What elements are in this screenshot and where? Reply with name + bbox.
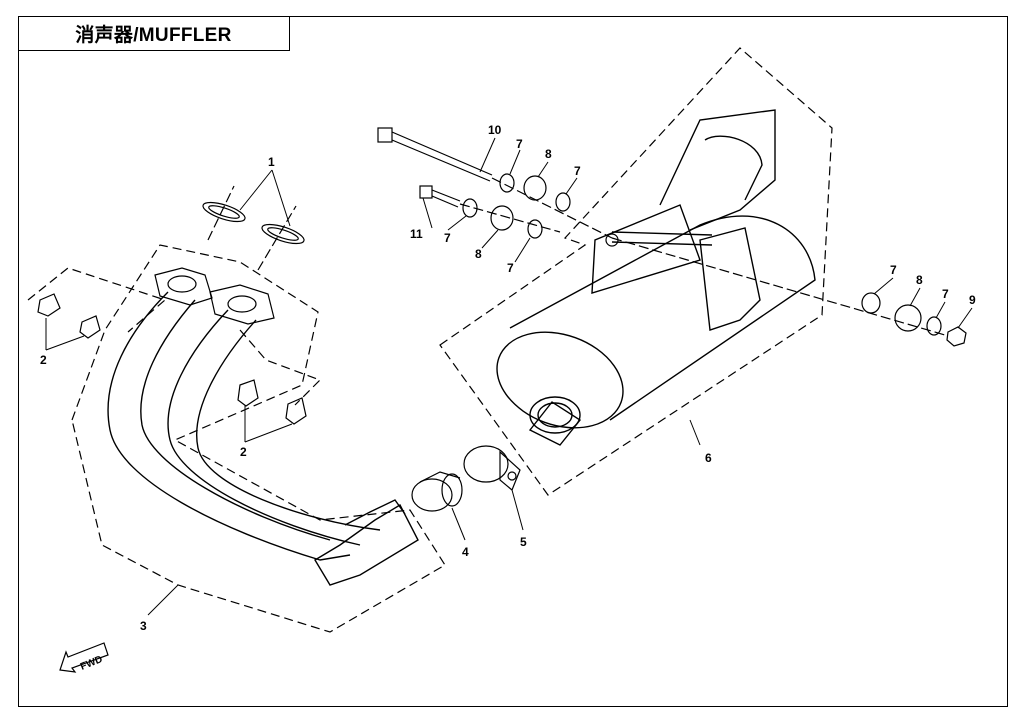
stud-group-right-boundary — [239, 329, 322, 406]
fwd-label: FWD — [79, 654, 104, 673]
callout-8: 8 — [475, 247, 482, 261]
callout-7: 7 — [942, 287, 949, 301]
muffler-body — [496, 109, 816, 446]
flange-gasket — [202, 201, 305, 245]
callout-2: 2 — [240, 445, 247, 459]
exhaust-flange — [154, 267, 275, 325]
callout-7: 7 — [890, 263, 897, 277]
callout-7: 7 — [516, 137, 523, 151]
exhaust-clamp — [463, 445, 521, 491]
callout-7: 7 — [507, 261, 514, 275]
drawing-frame — [18, 16, 1008, 707]
callout-7: 7 — [574, 164, 581, 178]
callout-11: 11 — [410, 227, 423, 241]
forward-arrow-icon — [59, 642, 109, 673]
mounting-bolt-short — [419, 185, 461, 208]
muffler-assembly-boundary — [439, 47, 833, 496]
rubber-grommet — [490, 175, 922, 332]
callout-8: 8 — [916, 273, 923, 287]
callout-5: 5 — [520, 535, 527, 549]
flange-nut — [37, 293, 307, 425]
callout-7: 7 — [444, 231, 451, 245]
callout-4: 4 — [462, 545, 469, 559]
mounting-bolt-long — [377, 127, 493, 182]
stud-group-left-boundary — [27, 267, 167, 333]
callout-9: 9 — [969, 293, 976, 307]
header-pipe — [107, 291, 419, 586]
callout-1: 1 — [268, 155, 275, 169]
callout-3: 3 — [140, 619, 147, 633]
callout-leaders — [45, 137, 973, 616]
callout-6: 6 — [705, 451, 712, 465]
pipe-assembly-boundary — [71, 244, 446, 633]
lock-nut — [946, 326, 967, 347]
callout-2: 2 — [40, 353, 47, 367]
page-title: 消声器/MUFFLER — [18, 16, 290, 51]
callout-8: 8 — [545, 147, 552, 161]
callout-10: 10 — [488, 123, 502, 137]
pipe-sleeve — [411, 471, 463, 512]
